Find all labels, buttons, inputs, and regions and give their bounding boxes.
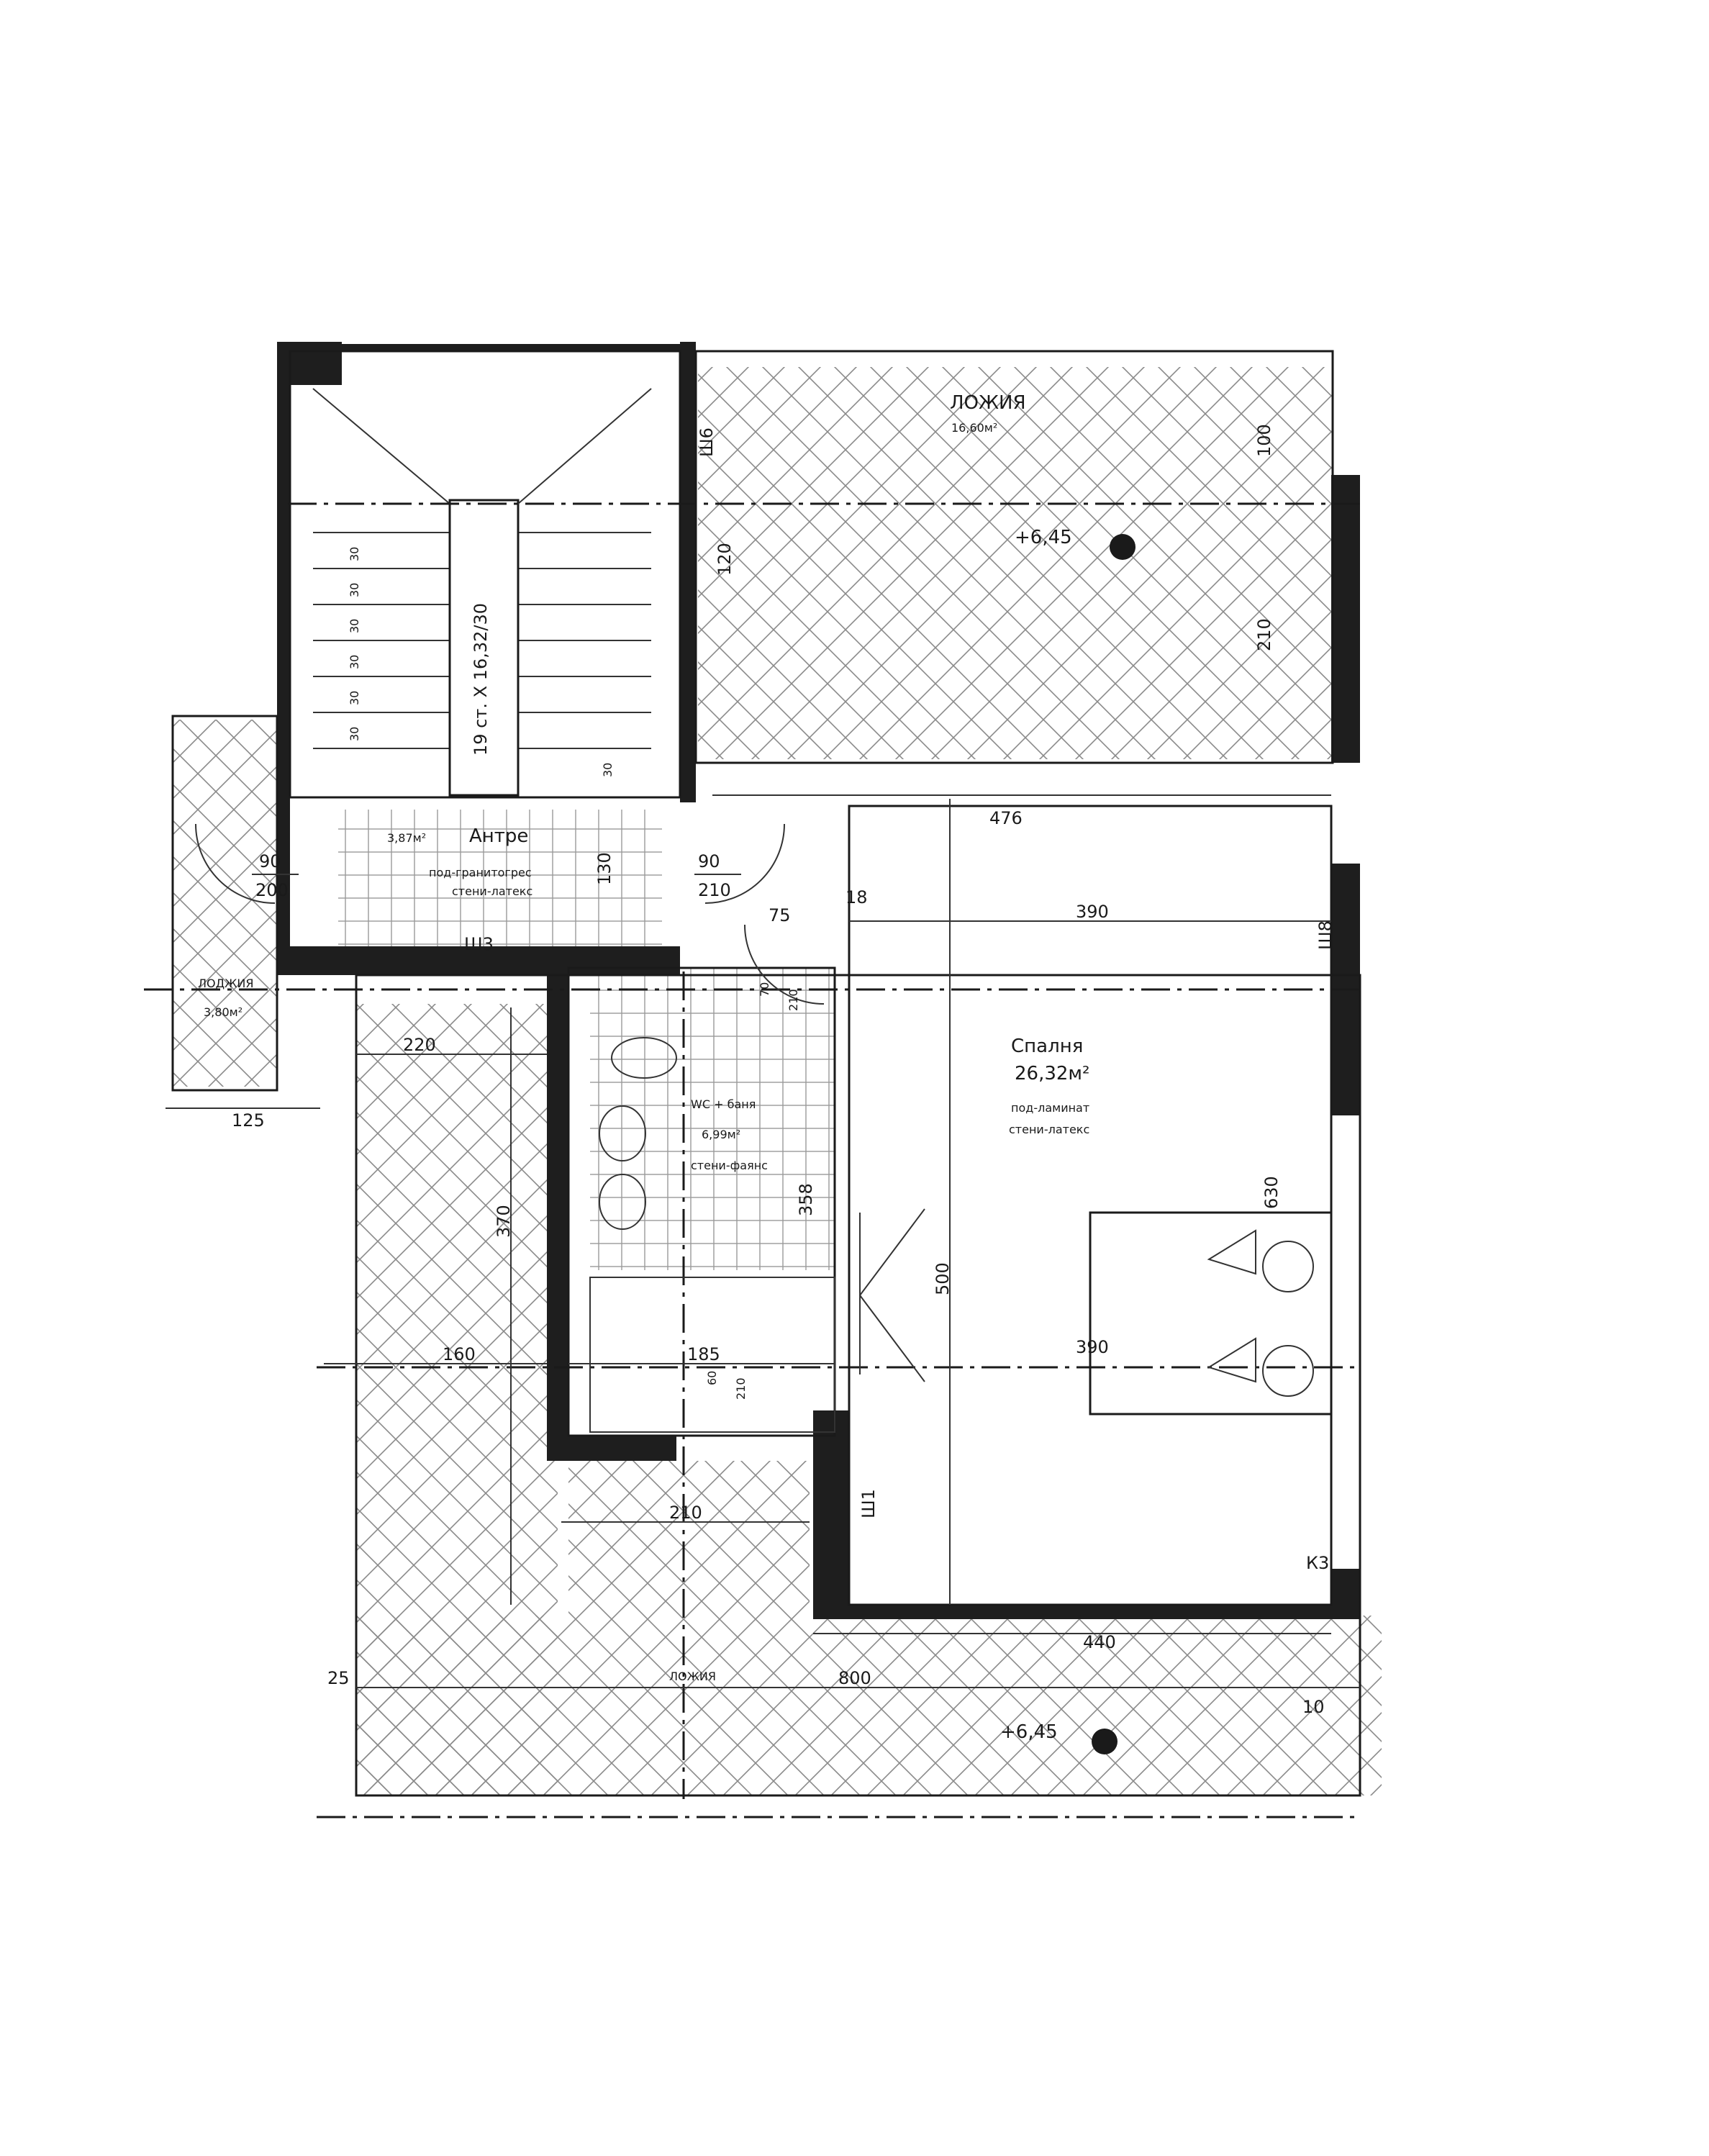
bath-area: 6,99м²	[702, 1128, 740, 1141]
dim-500: 500	[933, 1262, 953, 1295]
balcony-left-name: ЛОДЖИЯ	[198, 977, 253, 990]
stair-label: 19 ст. X 16,32/30	[471, 603, 491, 756]
level-mark-bottom-symbol	[1092, 1729, 1118, 1754]
tread-num-7: 30	[601, 763, 615, 777]
wall-bedroom-bottom-left	[813, 1410, 849, 1619]
bedroom-floor: под-ламинат	[1011, 1101, 1089, 1115]
tread-num-1: 30	[348, 547, 361, 561]
door-swings	[195, 823, 925, 1382]
wall-stair-left	[277, 342, 290, 961]
loggia-top-outline	[694, 350, 1334, 764]
loggia-top-hatch	[698, 367, 1333, 759]
bath-wall: стени-фаянс	[691, 1159, 768, 1172]
svg-text:90: 90	[698, 851, 720, 871]
wall-bath-left	[547, 964, 568, 1461]
dim-25: 25	[327, 1668, 350, 1688]
door-label-bath-bottom: 210	[786, 989, 800, 1011]
bath-tiles	[590, 968, 835, 1270]
loggia-bottom-hatch	[356, 1616, 1382, 1795]
dim-630: 630	[1261, 1176, 1282, 1209]
wall-bottom-bedroom	[813, 1605, 1360, 1619]
dim-800: 800	[838, 1668, 871, 1688]
bath-outline	[567, 966, 836, 1437]
bedroom-wall: стени-латекс	[1009, 1123, 1089, 1136]
loggia-bottom-outline	[355, 974, 1361, 1797]
bedroom-outline	[848, 805, 1333, 1606]
wardrobe-sh6: Ш6	[697, 427, 717, 457]
dim-75: 75	[769, 905, 791, 925]
loggia-top-name: ЛОЖИЯ	[950, 392, 1026, 414]
bath-name: WC + баня	[691, 1097, 756, 1111]
dim-120: 120	[715, 543, 735, 576]
entry-area: 3,87м²	[387, 831, 426, 845]
door-label-entry: 90 210	[694, 851, 741, 900]
dim-440: 440	[1083, 1632, 1116, 1652]
dim-160: 160	[443, 1344, 476, 1364]
dim-125: 125	[232, 1110, 265, 1131]
door-label-bath-top: 70	[758, 982, 771, 997]
dim-210-right: 210	[1254, 618, 1274, 651]
wall-bath-bottom	[547, 1436, 676, 1461]
entry-wall: стени-латекс	[452, 884, 532, 898]
bedroom-name: Спалня	[1011, 1036, 1083, 1057]
level-mark-top: +6,45	[1015, 527, 1072, 548]
svg-text:210: 210	[698, 880, 731, 900]
dim-358: 358	[796, 1183, 816, 1216]
dim-210: 210	[669, 1503, 702, 1523]
dim-18: 18	[846, 887, 868, 907]
bed	[1089, 1211, 1333, 1416]
tread-num-6: 30	[348, 727, 361, 741]
entry-floor: под-гранитогрес	[429, 866, 532, 879]
stair-outline	[289, 350, 681, 799]
balcony-left-area: 3,80м²	[204, 1005, 242, 1019]
tread-num-5: 30	[348, 691, 361, 705]
door-label-closet-bottom: 210	[734, 1377, 748, 1400]
entry-name: Антре	[469, 825, 528, 847]
balcony-left-hatch	[173, 720, 277, 1087]
door-label-balcony: 90 200	[252, 851, 299, 900]
loggia-top-area: 16,60м²	[951, 421, 997, 435]
tread-num-3: 30	[348, 619, 361, 633]
dim-476: 476	[989, 808, 1023, 828]
door-label-closet-top: 60	[705, 1371, 719, 1385]
svg-text:90: 90	[259, 851, 281, 871]
loggia-bottom-name: ЛОЖИЯ	[669, 1670, 716, 1683]
loggia-center-hatch	[568, 1461, 810, 1616]
tread-num-4: 30	[348, 655, 361, 669]
bath-fixtures	[589, 1037, 835, 1433]
level-mark-top-symbol	[1110, 534, 1135, 560]
wardrobe-sh1: Ш1	[858, 1489, 879, 1518]
tread-num-2: 30	[348, 583, 361, 597]
dim-10: 10	[1302, 1697, 1325, 1717]
wardrobe-sh3: Ш3	[464, 934, 494, 954]
wardrobe-k3: К3	[1306, 1553, 1329, 1573]
level-mark-bottom: +6,45	[1000, 1721, 1058, 1743]
wall-stair-right	[680, 342, 696, 802]
dim-100: 100	[1254, 424, 1274, 457]
bedroom-area: 26,32м²	[1015, 1063, 1089, 1084]
dim-390-bed: 390	[1076, 1337, 1109, 1357]
dim-185: 185	[687, 1344, 720, 1364]
wall-top-stair	[342, 344, 680, 351]
entry-tiles	[338, 810, 662, 950]
dim-130: 130	[594, 852, 615, 885]
stair-treads	[312, 388, 652, 797]
dim-220: 220	[403, 1035, 436, 1055]
dim-390: 390	[1076, 902, 1109, 922]
dimension-lines	[166, 794, 1360, 1688]
svg-text:200: 200	[255, 880, 289, 900]
dim-370: 370	[494, 1205, 514, 1238]
wall-right-upper	[1331, 475, 1360, 763]
wardrobe-sh8: Ш8	[1315, 920, 1336, 950]
wall-entry-bottom	[277, 946, 680, 975]
balcony-left-outline	[171, 715, 278, 1092]
